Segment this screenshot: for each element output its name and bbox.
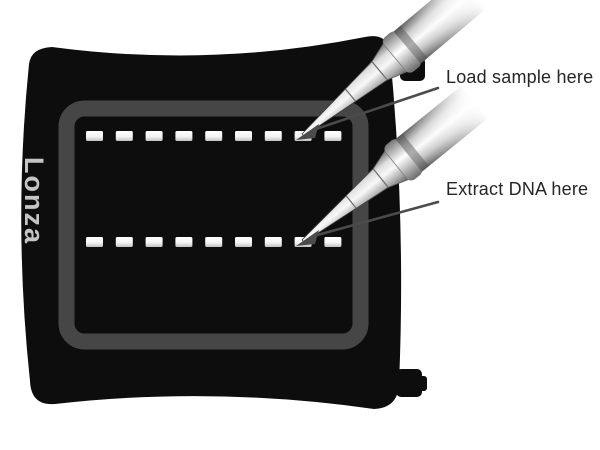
extract-arrowhead-icon — [296, 230, 319, 246]
loading-well — [115, 131, 133, 141]
loading-well — [86, 131, 103, 141]
extraction-well — [175, 237, 193, 247]
sample-wells — [86, 131, 342, 247]
cassette-tab-bottom — [396, 369, 422, 397]
loading-well — [145, 131, 163, 141]
load-callout-line — [308, 86, 440, 133]
extraction-well — [324, 237, 342, 247]
extraction-well — [86, 237, 103, 247]
loading-well — [264, 131, 282, 141]
brand-logo: Lonza — [19, 157, 49, 245]
extraction-well — [264, 237, 282, 247]
loading-well — [205, 131, 223, 141]
load-arrowhead-icon — [296, 124, 319, 140]
extraction-well — [115, 237, 133, 247]
gel-window-frame — [58, 100, 369, 350]
extraction-well — [145, 237, 163, 247]
extract-dna-label: Extract DNA here — [446, 179, 589, 199]
cassette-tab-bottom-notch — [417, 376, 427, 391]
loading-well — [175, 131, 193, 141]
extraction-well — [235, 237, 252, 247]
loading-well — [324, 131, 342, 141]
extract-callout-line — [308, 200, 440, 239]
extraction-well — [205, 237, 223, 247]
loading-well — [235, 131, 252, 141]
load-sample-label: Load sample here — [446, 67, 594, 87]
